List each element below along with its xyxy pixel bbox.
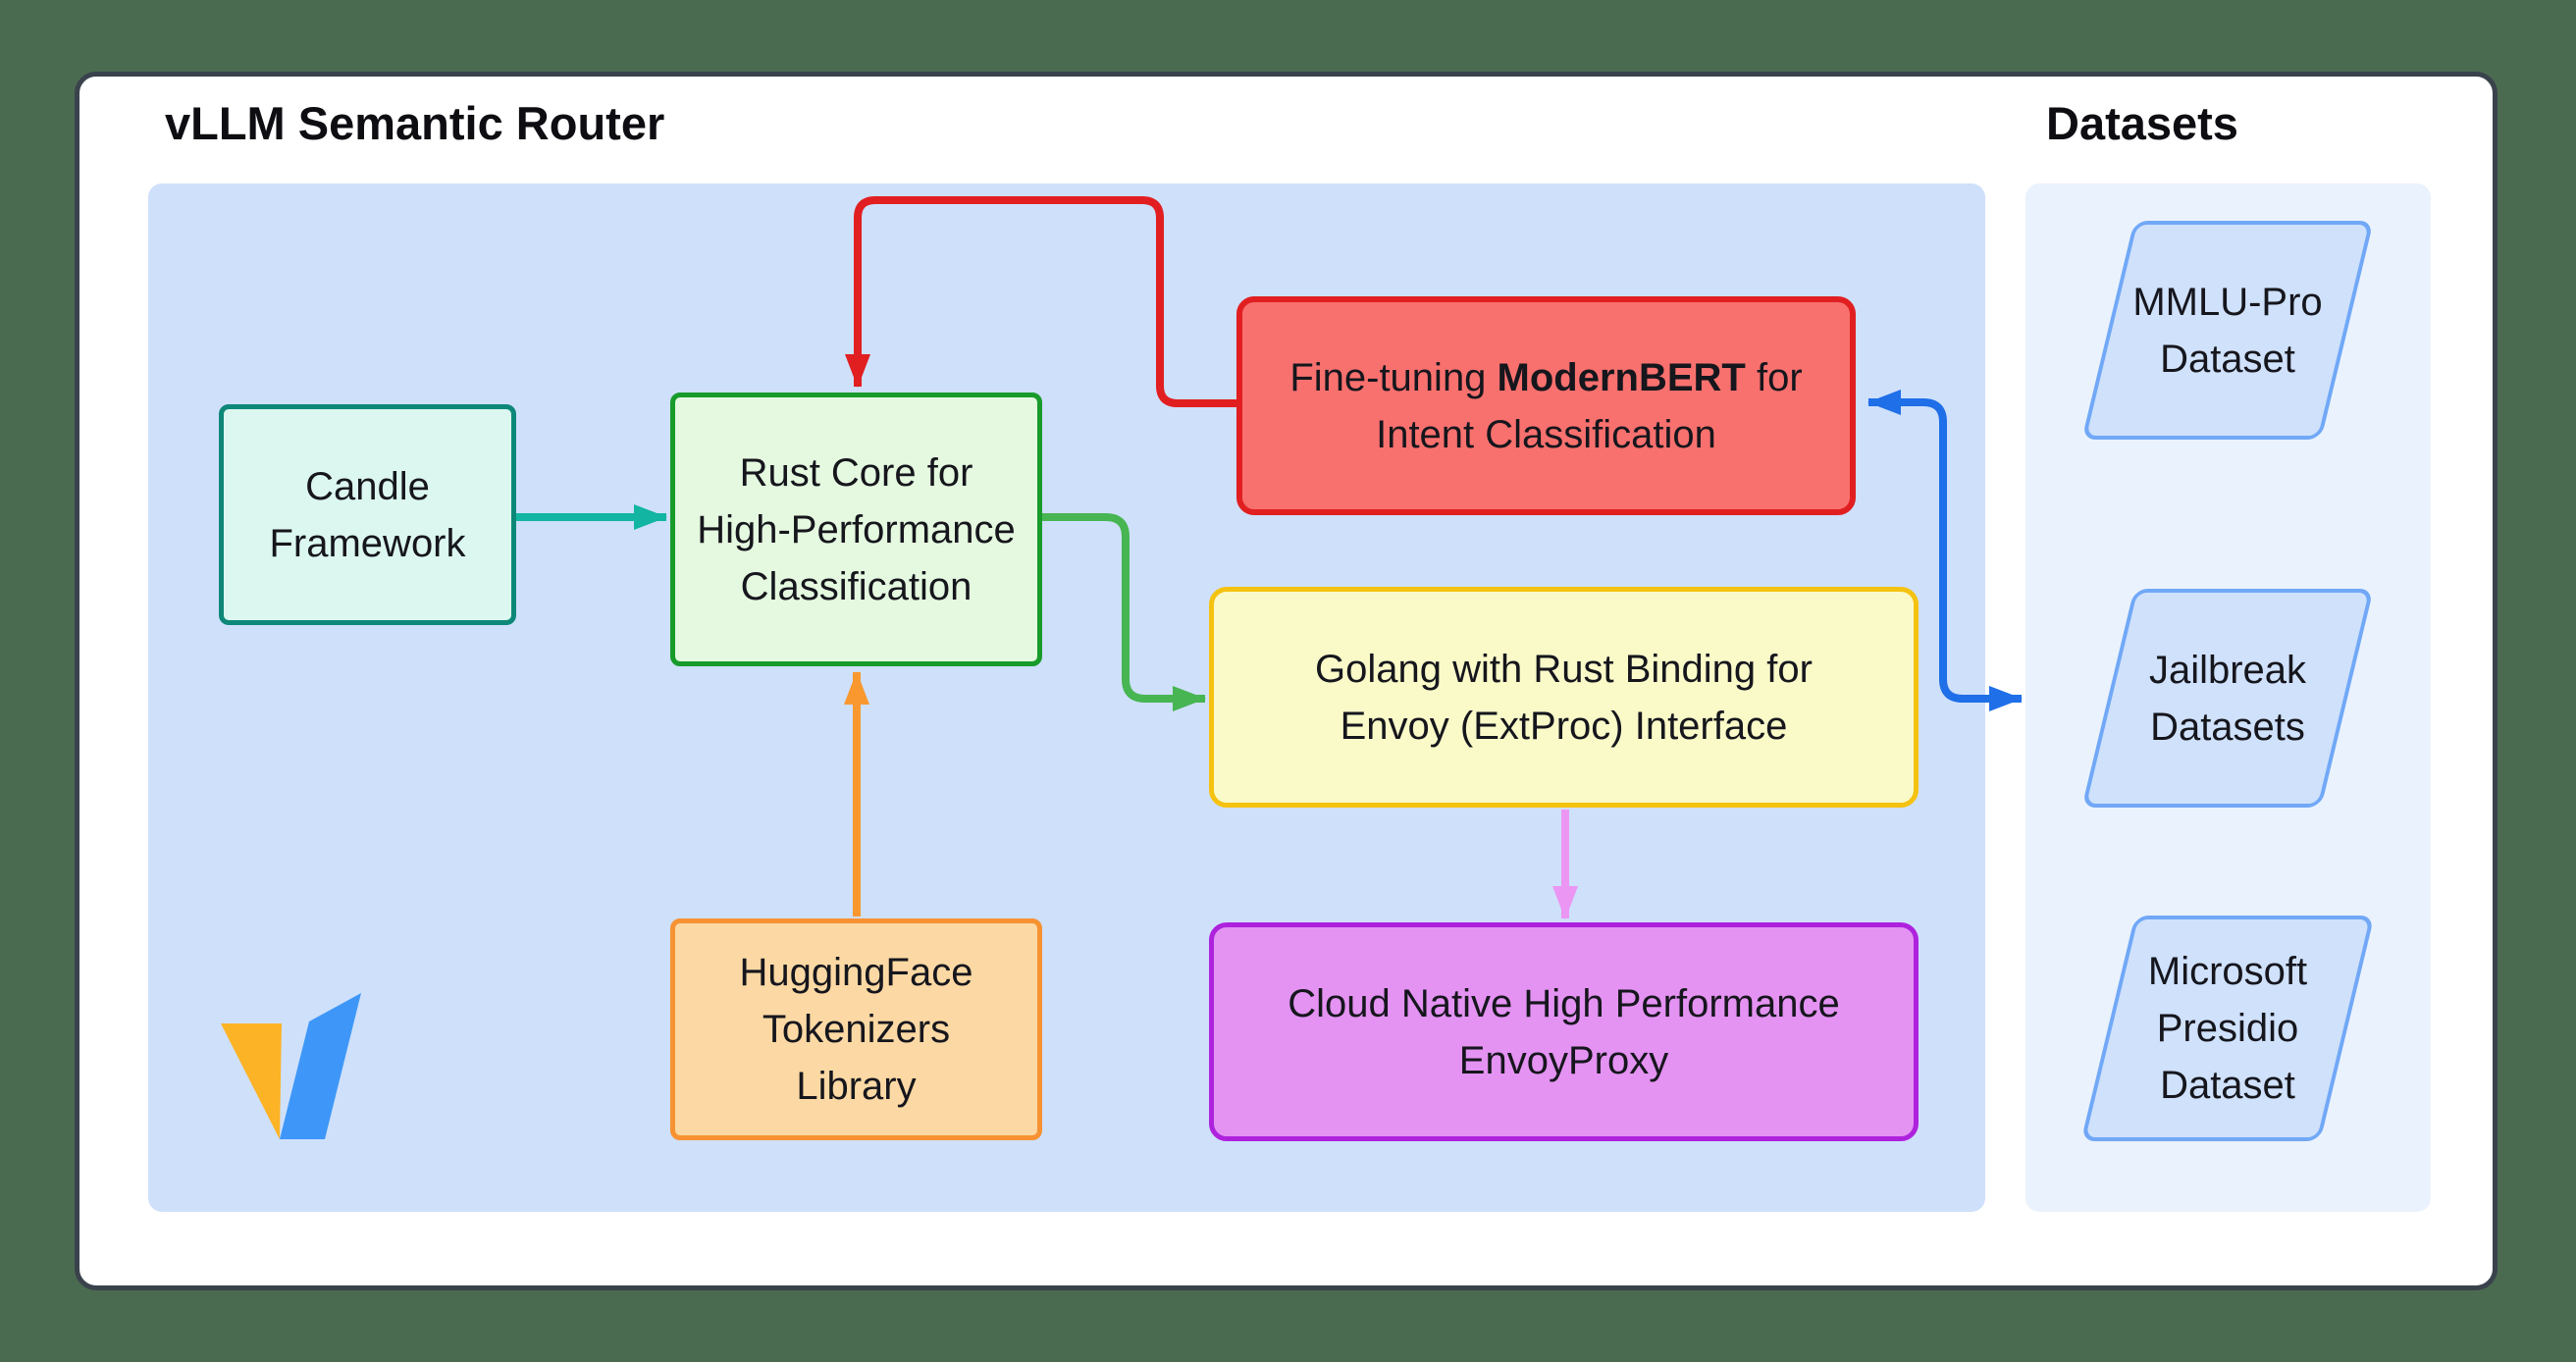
node-text-line: Rust Core for <box>739 450 973 495</box>
dataset-label: Microsoft Presidio Dataset <box>2112 919 2343 1137</box>
node-text-segment: Fine-tuning <box>1289 355 1498 399</box>
dataset-label: MMLU-Pro Dataset <box>2112 225 2343 436</box>
dataset-text-line: Presidio <box>2156 1007 2299 1050</box>
node-text-line: Candle <box>305 464 430 508</box>
node-fine-tuning-modernbert: Fine-tuning ModernBERT for Intent Classi… <box>1236 296 1856 515</box>
node-text-line: Intent Classification <box>1376 412 1716 456</box>
node-text-bold-segment: ModernBERT <box>1497 355 1746 399</box>
node-text-line: Fine-tuning ModernBERT for <box>1289 349 1802 406</box>
node-cloud-native-envoyproxy: Cloud Native High Performance EnvoyProxy <box>1209 922 1919 1141</box>
node-text-line: Classification <box>740 564 973 608</box>
dataset-text-line: Microsoft <box>2147 950 2308 993</box>
node-text-line: Envoy (ExtProc) Interface <box>1340 704 1788 748</box>
node-text-line: Cloud Native High Performance <box>1288 981 1840 1025</box>
dataset-text-line: Dataset <box>2160 337 2295 381</box>
node-text-line: EnvoyProxy <box>1458 1038 1669 1082</box>
datasets-panel-title: Datasets <box>2046 97 2238 149</box>
node-huggingface-tokenizers: HuggingFace Tokenizers Library <box>670 918 1042 1140</box>
node-text-line: High-Performance <box>697 507 1016 551</box>
page-title: vLLM Semantic Router <box>165 97 665 149</box>
node-text-line: HuggingFace <box>739 951 973 994</box>
node-text-line: Tokenizers <box>762 1008 951 1051</box>
node-rust-core: Rust Core for High-Performance Classific… <box>670 393 1042 666</box>
dataset-microsoft-presidio: Microsoft Presidio Dataset <box>2080 916 2375 1141</box>
node-text-segment: for <box>1745 355 1803 399</box>
node-golang-envoy-binding: Golang with Rust Binding for Envoy (ExtP… <box>1209 587 1919 808</box>
dataset-text-line: Jailbreak <box>2148 648 2307 692</box>
node-text-line: Library <box>796 1065 917 1108</box>
dataset-label: Jailbreak Datasets <box>2112 593 2343 804</box>
dataset-text-line: Dataset <box>2160 1064 2295 1107</box>
dataset-text-line: MMLU-Pro <box>2132 280 2323 324</box>
dataset-jailbreak: Jailbreak Datasets <box>2081 589 2374 808</box>
dataset-text-line: Datasets <box>2150 705 2305 749</box>
node-text-line: Framework <box>269 521 466 565</box>
dataset-mmlu-pro: MMLU-Pro Dataset <box>2081 221 2374 440</box>
node-candle-framework: Candle Framework <box>219 404 516 625</box>
node-text-line: Golang with Rust Binding for <box>1315 647 1813 691</box>
